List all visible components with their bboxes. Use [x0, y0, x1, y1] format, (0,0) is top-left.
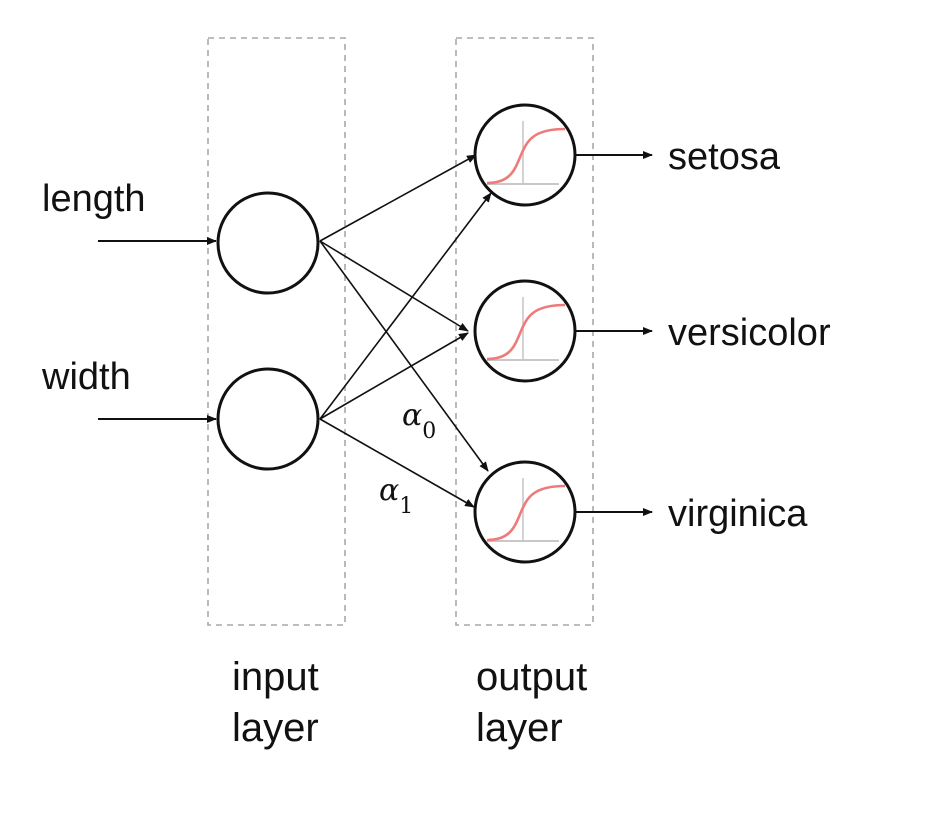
connections	[319, 154, 492, 508]
edge-length-setosa	[319, 154, 477, 242]
weight-label-alpha-0: α0	[402, 398, 436, 444]
output-node-setosa	[473, 103, 577, 207]
input-layer-label-line1: input	[232, 655, 319, 699]
output-layer-label-line2: layer	[476, 706, 563, 750]
input-label-width: width	[41, 356, 131, 398]
output-node-versicolor	[473, 279, 577, 383]
input-node-width	[216, 367, 320, 471]
input-label-length: length	[42, 178, 146, 220]
edge-length-virginica	[319, 240, 489, 472]
edge-width-virginica	[319, 418, 475, 508]
input-node-length	[216, 191, 320, 295]
input-layer-label-line2: layer	[232, 706, 319, 750]
input-layer-box	[207, 37, 346, 626]
output-label-virginica: virginica	[668, 493, 808, 535]
output-layer-label: output layer	[476, 655, 598, 750]
output-layer-label-line1: output	[476, 655, 587, 699]
weight-label-alpha-1: α1	[379, 473, 413, 519]
edge-width-setosa	[319, 192, 492, 420]
output-label-setosa: setosa	[668, 136, 781, 178]
output-node-virginica	[473, 460, 577, 564]
output-label-versicolor: versicolor	[668, 312, 831, 354]
input-layer-label: input layer	[232, 655, 330, 750]
edge-length-versicolor	[319, 240, 469, 332]
edge-width-versicolor	[319, 332, 469, 420]
